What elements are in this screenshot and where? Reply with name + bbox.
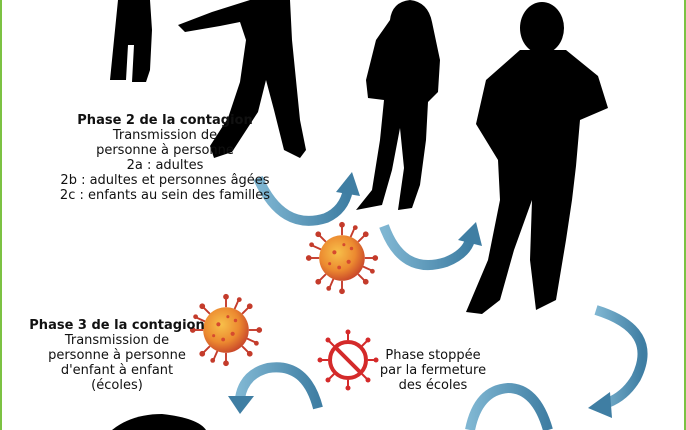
curved-arrow-icon-4 xyxy=(228,362,323,414)
curved-arrow-icon-1 xyxy=(253,172,360,226)
phase2-line: 2c : enfants au sein des familles xyxy=(59,188,271,203)
phase3-line: (écoles) xyxy=(91,378,143,393)
person-silhouette-man xyxy=(466,2,608,314)
phase3-line: Transmission de xyxy=(64,333,170,348)
phase2-line: 2b : adultes et personnes âgées xyxy=(60,173,270,188)
virus-forbidden-icon xyxy=(317,329,379,391)
stopped-line: des écoles xyxy=(398,378,468,393)
phase2-line: personne à personne xyxy=(96,143,234,158)
person-silhouette-bottom xyxy=(112,414,206,430)
phase2-text-block: Phase 2 de la contagion Transmission de … xyxy=(40,113,290,203)
phase3-title: Phase 3 de la contagion xyxy=(29,318,205,333)
phase3-line: personne à personne xyxy=(48,348,186,363)
person-silhouette-pointing xyxy=(178,0,306,158)
phase-stopped-text: Phase stoppée par la fermeture des école… xyxy=(374,348,492,393)
stopped-line: Phase stoppée xyxy=(385,348,481,363)
phase2-line: 2a : adultes xyxy=(126,158,204,173)
phase3-line: d'enfant à enfant xyxy=(60,363,174,378)
curved-arrow-icon-2 xyxy=(379,222,482,271)
phase2-line: Transmission de xyxy=(112,128,218,143)
phase2-title: Phase 2 de la contagion xyxy=(77,113,253,128)
coronavirus-icon-top xyxy=(304,220,380,296)
person-silhouette-left xyxy=(110,0,152,82)
curved-arrow-icon-5 xyxy=(465,382,553,430)
curved-arrow-icon-3 xyxy=(588,305,648,418)
stopped-line: par la fermeture xyxy=(379,363,487,378)
phase3-text-block: Phase 3 de la contagion Transmission de … xyxy=(24,318,210,393)
person-silhouette-woman xyxy=(356,0,440,210)
